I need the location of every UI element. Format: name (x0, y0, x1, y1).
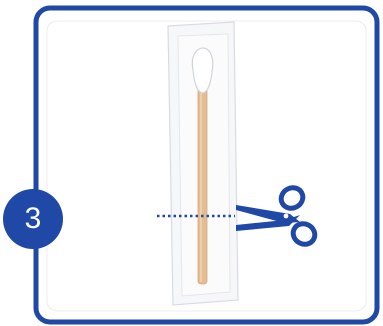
swab-stick-highlight (200, 82, 202, 282)
swab-stick (198, 80, 207, 284)
step-number-badge: 3 (3, 189, 63, 249)
